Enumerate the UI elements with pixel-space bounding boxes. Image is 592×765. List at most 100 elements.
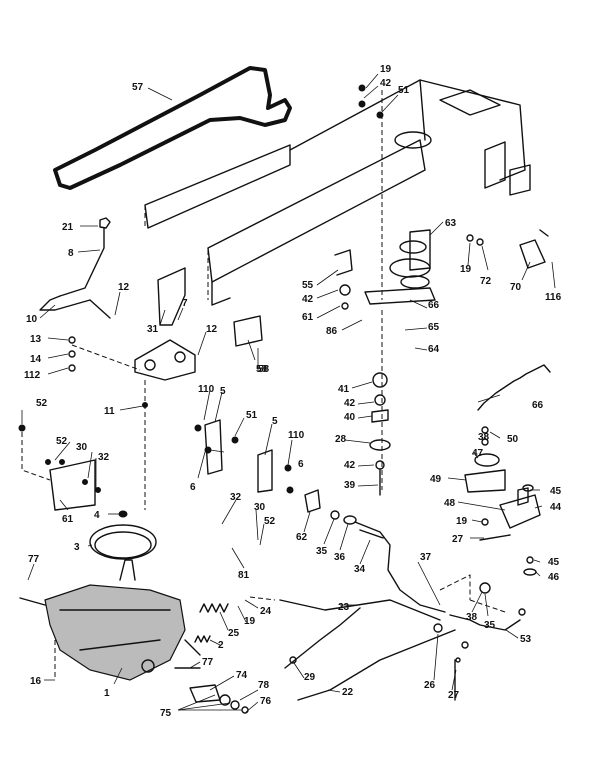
callout-label: 48 bbox=[444, 498, 456, 509]
callout: 6 bbox=[209, 449, 304, 470]
callout: 65 bbox=[404, 322, 440, 333]
callout-label: 62 bbox=[296, 532, 308, 543]
callout: 12 bbox=[197, 324, 218, 356]
callout-label: 55 bbox=[302, 280, 314, 291]
callout: 53 bbox=[505, 629, 532, 645]
callout: 30 bbox=[76, 442, 93, 479]
callout-label: 81 bbox=[238, 570, 250, 581]
callout: 30 bbox=[254, 502, 266, 541]
callout-label: 42 bbox=[380, 78, 392, 89]
callout: 61 bbox=[302, 305, 341, 323]
callout-label: 2 bbox=[218, 640, 224, 651]
callout-label: 116 bbox=[545, 292, 562, 303]
callout-label: 65 bbox=[428, 322, 440, 333]
callout-label: 58 bbox=[256, 364, 268, 375]
callout: 3 bbox=[74, 542, 93, 553]
callout-label: 78 bbox=[258, 680, 270, 691]
callout-label: 29 bbox=[304, 672, 316, 683]
callout: 110 bbox=[287, 430, 305, 466]
callout-label: 11 bbox=[104, 406, 115, 417]
callout-label: 75 bbox=[160, 708, 172, 719]
callout-label: 32 bbox=[230, 492, 242, 503]
callout: 48 bbox=[444, 498, 506, 511]
callout: 76 bbox=[245, 696, 272, 713]
callout: 37 bbox=[417, 552, 441, 606]
callout-label: 38 bbox=[478, 432, 490, 443]
callout-label: 86 bbox=[326, 326, 338, 337]
callout-label: 110 bbox=[288, 430, 305, 441]
clutch-brake-linkage bbox=[249, 489, 526, 701]
callout-label: 61 bbox=[302, 312, 314, 323]
callout: 42 bbox=[344, 398, 375, 409]
callout-label: 72 bbox=[480, 276, 492, 287]
callout-label: 31 bbox=[147, 324, 159, 335]
callout-label: 45 bbox=[548, 557, 560, 568]
callout-label: 10 bbox=[26, 314, 38, 325]
callout: 35 bbox=[316, 518, 335, 557]
callout-label: 27 bbox=[448, 690, 460, 701]
callout: 40 bbox=[344, 412, 373, 423]
callout: 46 bbox=[535, 571, 560, 583]
callout: 47 bbox=[472, 448, 484, 459]
callout-label: 51 bbox=[246, 410, 258, 421]
callout: 12 bbox=[114, 282, 130, 316]
callout: 31 bbox=[147, 309, 166, 335]
callout: 42 bbox=[302, 289, 339, 305]
callout: 24 bbox=[244, 599, 272, 617]
callout-label: 74 bbox=[236, 670, 248, 681]
callout-label: 6 bbox=[298, 459, 304, 470]
callout-label: 53 bbox=[520, 634, 532, 645]
callout: 21 bbox=[62, 222, 98, 233]
callout-label: 112 bbox=[24, 370, 41, 381]
callout: 16 bbox=[30, 676, 55, 687]
callout: 86 bbox=[326, 319, 363, 337]
callout-label: 21 bbox=[62, 222, 74, 233]
callout: 8 bbox=[68, 248, 101, 259]
callout-label: 6 bbox=[190, 482, 196, 493]
callout: 11 bbox=[104, 405, 144, 417]
hardware-left bbox=[18, 336, 148, 510]
callout: 52 bbox=[54, 436, 71, 461]
callout-label: 27 bbox=[452, 534, 464, 545]
callout-label: 36 bbox=[334, 552, 346, 563]
callout-label: 12 bbox=[206, 324, 218, 335]
callout: 72 bbox=[480, 245, 492, 287]
callout-label: 30 bbox=[254, 502, 266, 513]
callout: 19 bbox=[456, 516, 483, 527]
callout-label: 14 bbox=[30, 354, 42, 365]
callout: 110 bbox=[198, 384, 215, 421]
callout: 28 bbox=[335, 434, 371, 445]
callout-label: 46 bbox=[548, 572, 560, 583]
callout: 77 bbox=[189, 657, 214, 669]
callout: 52 bbox=[21, 398, 48, 424]
callout-label: 7 bbox=[182, 298, 188, 309]
callout: 26 bbox=[424, 633, 439, 691]
callout-label: 41 bbox=[338, 384, 350, 395]
callout: 32 bbox=[221, 492, 242, 525]
callout-label: 66 bbox=[428, 300, 440, 311]
callout: 39 bbox=[344, 480, 379, 491]
callout: 10 bbox=[26, 304, 56, 325]
callout-label: 13 bbox=[30, 334, 42, 345]
callout-label: 52 bbox=[264, 516, 276, 527]
callout: 35 bbox=[484, 593, 496, 631]
callout: 42 bbox=[363, 78, 392, 99]
callout-label: 77 bbox=[202, 657, 214, 668]
callout: 13 bbox=[30, 334, 69, 345]
callout: 55 bbox=[302, 269, 339, 291]
callout: 2 bbox=[209, 639, 224, 651]
callout: 57 bbox=[132, 82, 173, 101]
callout-label: 70 bbox=[510, 282, 522, 293]
callout-label: 37 bbox=[420, 552, 432, 563]
callout-label: 52 bbox=[56, 436, 68, 447]
callout: 27 bbox=[452, 534, 484, 545]
callout: 58 bbox=[257, 348, 270, 375]
spring-2 bbox=[194, 635, 211, 643]
callout-label: 42 bbox=[302, 294, 314, 305]
callout: 62 bbox=[296, 511, 311, 543]
callout-label: 30 bbox=[76, 442, 88, 453]
callout: 1 bbox=[104, 667, 123, 699]
plate-58 bbox=[233, 315, 263, 347]
callout: 34 bbox=[354, 539, 371, 575]
